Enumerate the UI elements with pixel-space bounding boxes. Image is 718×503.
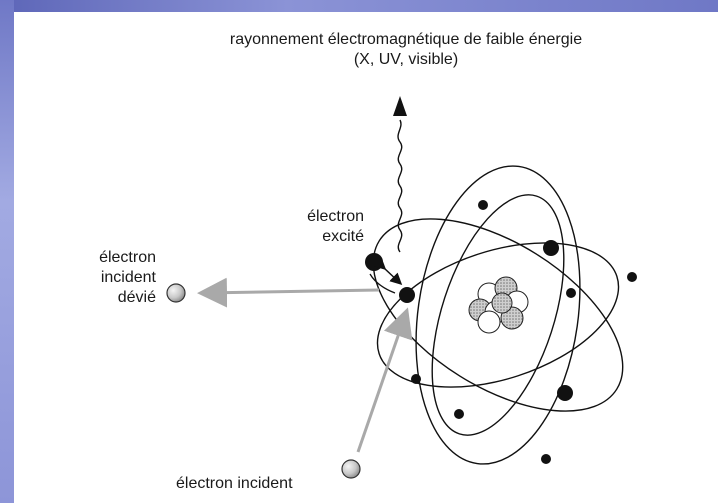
- deflected-electron: [166, 283, 186, 303]
- orbit-electrons: [411, 200, 637, 464]
- incident-arrow: [356, 307, 413, 453]
- deflected-arrow: [197, 277, 380, 308]
- deflected-label-line1: électron: [99, 249, 156, 266]
- ejected-electron: [399, 287, 415, 303]
- electron-dot: [566, 288, 576, 298]
- excitation-arrow: [373, 257, 403, 286]
- excited-electron: [365, 253, 383, 271]
- incident-path: [166, 277, 413, 479]
- background-frame-left: [0, 0, 14, 503]
- electron-dot: [454, 409, 464, 419]
- nucleus: [468, 276, 529, 334]
- radiation-title-line2: (X, UV, visible): [353, 51, 459, 68]
- background-frame-top: [0, 0, 718, 12]
- incident-electron-label: électron incident: [176, 475, 293, 492]
- orbits: [372, 165, 624, 465]
- deflected-label-line2: incident: [100, 269, 156, 286]
- excited-label-line2: excité: [322, 228, 364, 245]
- radiation-wave-line: [397, 119, 403, 253]
- excited-electron-group: [365, 253, 415, 303]
- incident-electron: [341, 459, 361, 479]
- electron-dot: [543, 240, 559, 256]
- electron-dot: [541, 454, 551, 464]
- electron-dot: [411, 374, 421, 384]
- electron-dot: [478, 200, 488, 210]
- deflected-electron-label: électron incident dévié: [54, 248, 156, 308]
- excited-label-line1: électron: [307, 208, 364, 225]
- atom-diagram: [166, 96, 637, 479]
- orbit-1: [376, 242, 620, 388]
- radiation-title-line1: rayonnement électromagnétique de faible …: [229, 31, 583, 48]
- orbit-2: [372, 218, 624, 412]
- radiation-title: rayonnement électromagnétique de faible …: [134, 30, 678, 70]
- radiation-wave: [393, 96, 407, 253]
- radiation-arrowhead: [393, 96, 407, 116]
- orbit-jump-curve: [369, 273, 396, 294]
- deflected-label-line3: dévié: [117, 289, 156, 306]
- excited-electron-label: électron excité: [264, 207, 364, 247]
- electron-dot: [627, 272, 637, 282]
- orbit-3: [431, 194, 565, 436]
- electron-dot: [557, 385, 573, 401]
- orbit-4: [415, 165, 581, 465]
- slide-canvas: rayonnement électromagnétique de faible …: [14, 12, 718, 503]
